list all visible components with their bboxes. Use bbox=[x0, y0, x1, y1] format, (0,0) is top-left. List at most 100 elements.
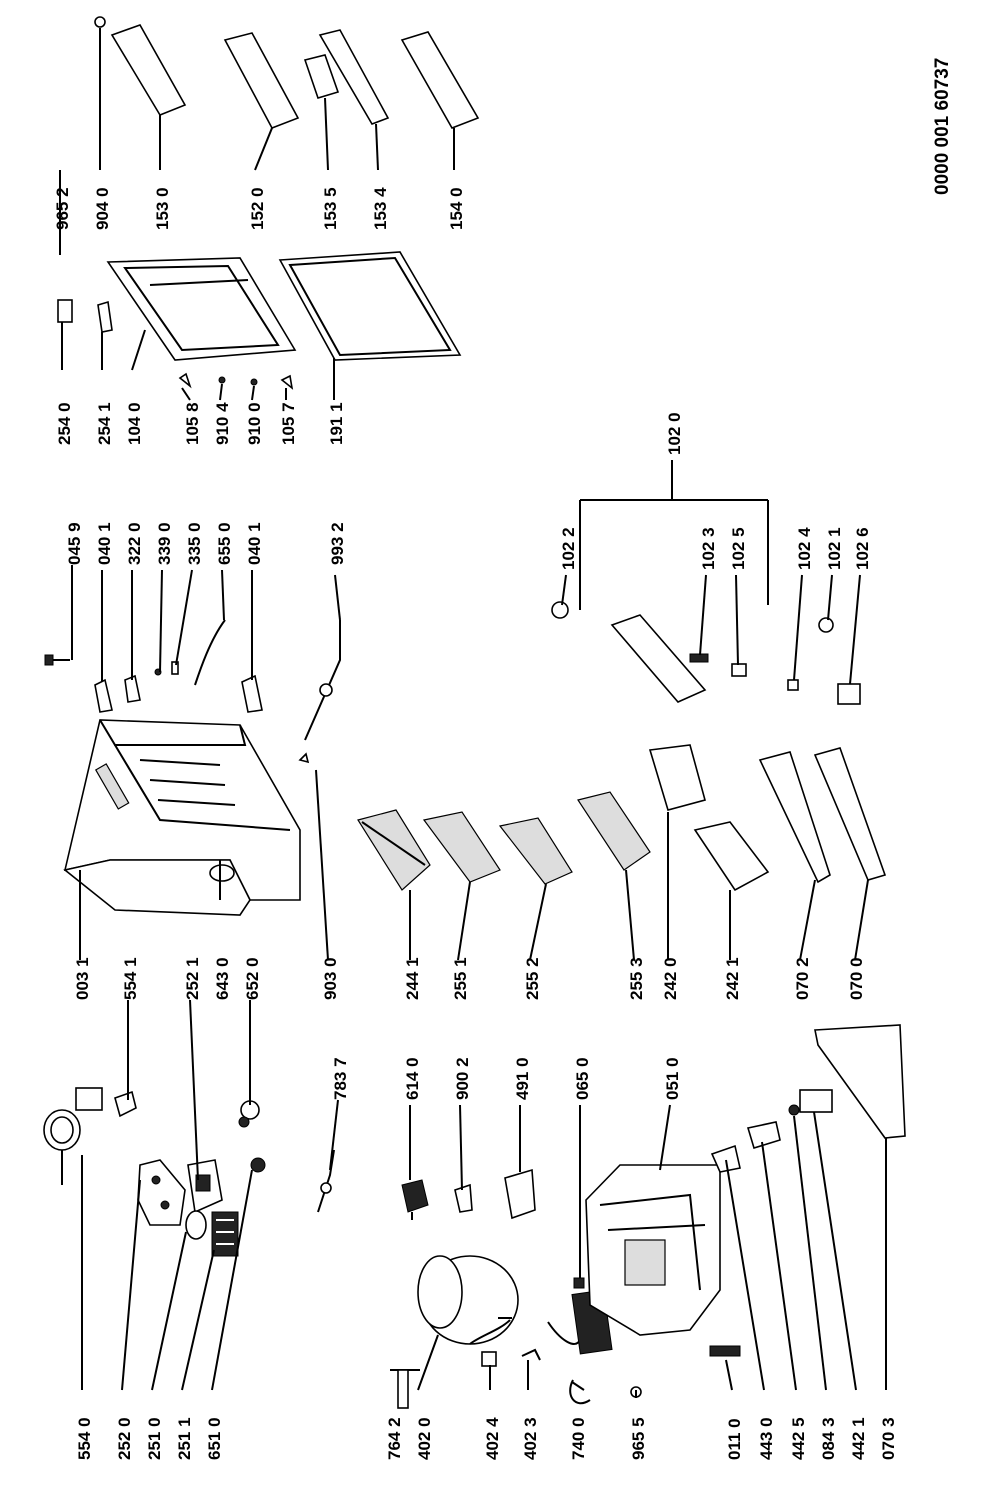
part-label-242-0: 242 0 bbox=[661, 957, 680, 1000]
part-label-065-0: 065 0 bbox=[573, 1057, 592, 1100]
part-label-910-0: 910 0 bbox=[245, 402, 264, 445]
hinge-top-part bbox=[94, 678, 113, 713]
crisper-drawer-part bbox=[693, 821, 770, 892]
part-label-402-0: 402 0 bbox=[415, 1417, 434, 1460]
screw-965-2-part bbox=[94, 16, 106, 28]
part-label-910-4: 910 4 bbox=[213, 402, 232, 445]
latch-102-3-part bbox=[689, 653, 709, 663]
rail-070-2-part bbox=[758, 751, 831, 884]
shelf-rail-153-4-part bbox=[318, 29, 390, 125]
door-shelf-154-part bbox=[400, 31, 480, 129]
part-label-040-1-top: 040 1 bbox=[95, 522, 114, 565]
base-tray-part bbox=[585, 1164, 721, 1336]
clip-102-4-part bbox=[787, 679, 799, 691]
lamp-housing-part bbox=[137, 1159, 186, 1226]
part-label-764-2: 764 2 bbox=[385, 1417, 404, 1460]
lamp-cover-part bbox=[187, 1159, 223, 1214]
glass-shelf-255-2-part bbox=[498, 817, 573, 885]
part-label-965-2: 965 2 bbox=[53, 187, 72, 230]
part-label-339-0: 339 0 bbox=[155, 522, 174, 565]
part-label-442-1: 442 1 bbox=[849, 1417, 868, 1460]
hinge-part bbox=[710, 1144, 741, 1173]
glass-shelf-255-3-part bbox=[577, 791, 651, 871]
part-label-402-3: 402 3 bbox=[521, 1417, 540, 1460]
hinge-bottom-part bbox=[241, 674, 263, 713]
part-label-904-0: 904 0 bbox=[93, 187, 112, 230]
part-label-783-7: 783 7 bbox=[331, 1057, 350, 1100]
part-label-154-0: 154 0 bbox=[447, 187, 466, 230]
nut-part bbox=[788, 1104, 800, 1116]
part-label-011-0: 011 0 bbox=[725, 1418, 744, 1460]
glass-shelf-255-1-part bbox=[422, 811, 501, 883]
grommet-part bbox=[573, 1277, 585, 1289]
part-label-070-2: 070 2 bbox=[793, 957, 812, 1000]
part-label-153-5: 153 5 bbox=[321, 187, 340, 230]
part-label-244-1: 244 1 bbox=[403, 957, 422, 1000]
part-label-070-0: 070 0 bbox=[847, 957, 866, 1000]
part-label-614-0: 614 0 bbox=[403, 1057, 422, 1100]
part-label-251-1: 251 1 bbox=[175, 1417, 194, 1460]
part-label-102-5: 102 5 bbox=[729, 527, 748, 570]
cabinet-part bbox=[63, 719, 301, 916]
drain-plug-part bbox=[298, 752, 310, 764]
part-label-655-0: 655 0 bbox=[215, 522, 234, 565]
bracket-part bbox=[799, 1089, 833, 1113]
part-label-102-4: 102 4 bbox=[795, 527, 814, 570]
part-label-102-0: 102 0 bbox=[665, 412, 684, 455]
part-label-191-1: 191 1 bbox=[327, 402, 346, 445]
part-label-153-4: 153 4 bbox=[371, 187, 390, 230]
part-label-254-1: 254 1 bbox=[95, 402, 114, 445]
compressor-part bbox=[417, 1255, 519, 1345]
start-relay-part bbox=[401, 1179, 429, 1220]
compressor-relay-part bbox=[481, 1348, 541, 1367]
part-label-255-3: 255 3 bbox=[627, 957, 646, 1000]
door-shelf-152-part bbox=[223, 32, 300, 130]
handle-cap-part bbox=[551, 601, 569, 619]
part-label-900-2: 900 2 bbox=[453, 1057, 472, 1100]
kick-plate-part bbox=[814, 1024, 906, 1139]
rail-070-0-part bbox=[813, 747, 887, 881]
door-part bbox=[106, 257, 297, 361]
part-label-740-0: 740 0 bbox=[569, 1417, 588, 1460]
hinge-pin-part bbox=[44, 654, 70, 666]
part-label-643-0: 643 0 bbox=[213, 957, 232, 1000]
part-label-104-0: 104 0 bbox=[125, 402, 144, 445]
knob-bracket-part bbox=[114, 1090, 137, 1118]
glass-shelf-244-part bbox=[357, 809, 431, 891]
part-label-252-1: 252 1 bbox=[183, 957, 202, 1000]
part-label-251-0: 251 0 bbox=[145, 1417, 164, 1460]
part-label-335-0: 335 0 bbox=[185, 522, 204, 565]
part-label-252-0: 252 0 bbox=[115, 1417, 134, 1460]
lamp-bulb-part bbox=[185, 1210, 239, 1257]
freezer-door-part bbox=[610, 614, 707, 703]
part-label-254-0: 254 0 bbox=[55, 402, 74, 445]
door-hinge-small-part bbox=[178, 372, 294, 390]
part-label-152-0: 152 0 bbox=[248, 187, 267, 230]
part-label-652-0: 652 0 bbox=[243, 957, 262, 1000]
part-label-554-0: 554 0 bbox=[75, 1417, 94, 1460]
part-label-443-0: 443 0 bbox=[757, 1417, 776, 1460]
part-label-153-0: 153 0 bbox=[153, 187, 172, 230]
part-label-003-1: 003 1 bbox=[73, 957, 92, 1000]
part-label-554-1: 554 1 bbox=[121, 957, 140, 1000]
capillary-tube-part bbox=[317, 1149, 335, 1213]
part-label-070-3: 070 3 bbox=[879, 1417, 898, 1460]
part-label-993-2: 993 2 bbox=[328, 522, 347, 565]
screw-335-part bbox=[171, 661, 179, 675]
part-label-051-0: 051 0 bbox=[663, 1057, 682, 1100]
foot-part bbox=[746, 1121, 781, 1150]
part-label-105-7: 105 7 bbox=[279, 402, 298, 445]
handle-bracket-part bbox=[97, 300, 113, 333]
document-number: 0000 001 60737 bbox=[932, 58, 953, 195]
part-label-045-9: 045 9 bbox=[65, 522, 84, 565]
part-label-102-1: 102 1 bbox=[825, 527, 844, 570]
part-label-242-1: 242 1 bbox=[723, 957, 742, 1000]
door-gasket-part bbox=[278, 251, 462, 361]
part-label-255-2: 255 2 bbox=[523, 957, 542, 1000]
knob-102-1-part bbox=[818, 617, 834, 633]
part-label-102-2: 102 2 bbox=[559, 527, 578, 570]
power-cord-part bbox=[304, 620, 341, 741]
cover-part bbox=[504, 1168, 536, 1220]
crisper-cover-part bbox=[648, 744, 706, 811]
